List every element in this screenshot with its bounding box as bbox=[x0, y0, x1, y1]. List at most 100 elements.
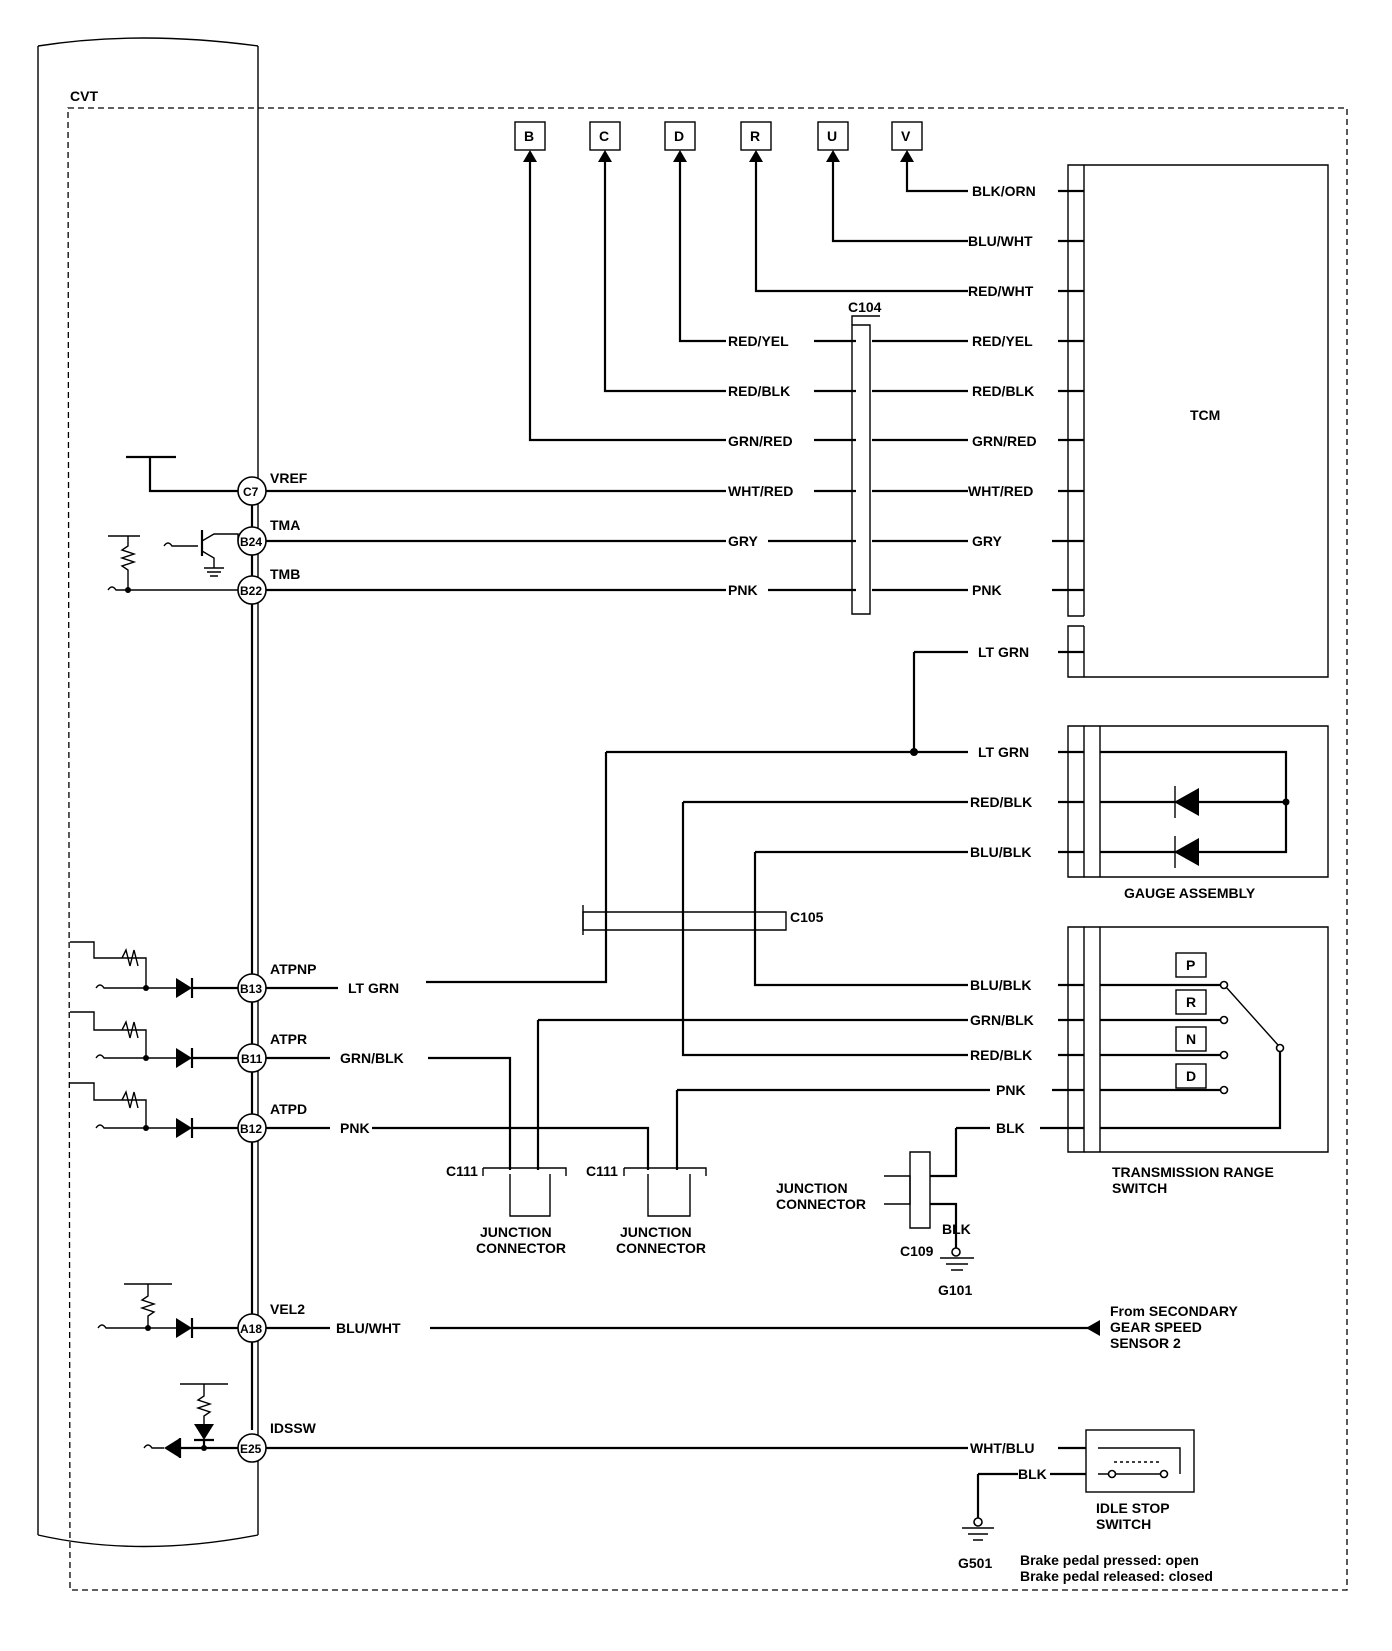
connector-v-label: V bbox=[901, 128, 911, 144]
pin-e25: E25 bbox=[240, 1442, 262, 1456]
led-indicator-icon bbox=[1174, 788, 1199, 816]
vel2-circuit: BLU/WHT From SECONDARY GEAR SPEED SENSOR… bbox=[97, 1283, 1238, 1351]
led-indicator-icon-2 bbox=[1174, 838, 1199, 866]
wire-lt-grn-gauge: LT GRN bbox=[978, 744, 1029, 760]
trs-position-r: R bbox=[1186, 994, 1196, 1010]
diode-icon-e25-h bbox=[164, 1438, 180, 1458]
pin-b13-signal: ATPNP bbox=[270, 961, 316, 977]
idle-stop-label-line1: IDLE STOP bbox=[1096, 1500, 1170, 1516]
c105-label: C105 bbox=[790, 909, 824, 925]
connector-r-label: R bbox=[750, 128, 760, 144]
connector-d-label: D bbox=[674, 128, 684, 144]
diode-icon-b11 bbox=[176, 1048, 192, 1068]
wire-pnk-trs: PNK bbox=[996, 1082, 1026, 1098]
wire-grn-red-right: GRN/RED bbox=[972, 433, 1037, 449]
g501-label: G501 bbox=[958, 1555, 992, 1571]
cvt-label: CVT bbox=[70, 88, 98, 104]
wire-red-blk-left: RED/BLK bbox=[728, 383, 790, 399]
pin-b12: B12 bbox=[240, 1122, 262, 1136]
wire-blu-blk-gauge: BLU/BLK bbox=[970, 844, 1031, 860]
cvt-module-boundary: CVT bbox=[37, 37, 1348, 1591]
wire-red-yel-left: RED/YEL bbox=[728, 333, 789, 349]
trs-position-n: N bbox=[1186, 1031, 1196, 1047]
pin-b24: B24 bbox=[240, 535, 262, 549]
pin-b13: B13 bbox=[240, 982, 262, 996]
trs-label-line1: TRANSMISSION RANGE bbox=[1112, 1164, 1274, 1180]
wire-red-blk-gauge: RED/BLK bbox=[970, 794, 1032, 810]
wire-lt-grn-tcm: LT GRN bbox=[978, 644, 1029, 660]
idle-stop-label-line2: SWITCH bbox=[1096, 1516, 1151, 1532]
connector-u-label: U bbox=[827, 128, 837, 144]
wire-wht-red-right: WHT/RED bbox=[968, 483, 1033, 499]
diode-icon-b13 bbox=[176, 978, 192, 998]
idle-stop-circuit: WHT/BLU BLK G501 IDLE STOP SWITCH Brake … bbox=[143, 1383, 1213, 1584]
wire-grn-blk-b11: GRN/BLK bbox=[340, 1050, 404, 1066]
idle-note-pressed: Brake pedal pressed: open bbox=[1020, 1552, 1199, 1568]
junction-connector-c-line1: JUNCTION bbox=[776, 1180, 848, 1196]
top-connector-group: B C D R U V bbox=[514, 121, 923, 162]
idle-note-released: Brake pedal released: closed bbox=[1020, 1568, 1213, 1584]
pin-b24-signal: TMA bbox=[270, 517, 300, 533]
wire-blu-wht-a18: BLU/WHT bbox=[336, 1320, 401, 1336]
wire-blk-idle: BLK bbox=[1018, 1466, 1047, 1482]
tcm-module: TCM bbox=[1067, 164, 1329, 678]
wire-wht-red-left: WHT/RED bbox=[728, 483, 793, 499]
idle-stop-switch-body bbox=[1085, 1429, 1195, 1493]
trs-position-p: P bbox=[1186, 957, 1195, 973]
pin-b22-signal: TMB bbox=[270, 566, 300, 582]
trs-position-d: D bbox=[1186, 1068, 1196, 1084]
junction-connector-b-line2: CONNECTOR bbox=[616, 1240, 706, 1256]
wire-grn-blk-trs: GRN/BLK bbox=[970, 1012, 1034, 1028]
wire-blk-c109: BLK bbox=[942, 1221, 971, 1237]
c104-label: C104 bbox=[848, 299, 882, 315]
sensor-label-line3: SENSOR 2 bbox=[1110, 1335, 1181, 1351]
wire-blu-blk-trs: BLU/BLK bbox=[970, 977, 1031, 993]
cvt-pins: C7 VREF B24 TMA B22 TMB B13 ATPNP B11 AT… bbox=[237, 470, 317, 1463]
pin-a18: A18 bbox=[240, 1322, 262, 1336]
gauge-wiring: LT GRN LT GRN RED/BLK BLU/BLK bbox=[426, 644, 1084, 1057]
connector-c104: C104 bbox=[848, 299, 882, 615]
pin-b11-signal: ATPR bbox=[270, 1031, 307, 1047]
junction-connector-c-line2: CONNECTOR bbox=[776, 1196, 866, 1212]
junction-connector-a-line1: JUNCTION bbox=[480, 1224, 552, 1240]
pin-a18-signal: VEL2 bbox=[270, 1301, 305, 1317]
wire-blu-wht-top: BLU/WHT bbox=[968, 233, 1033, 249]
wire-lt-grn-b13: LT GRN bbox=[348, 980, 399, 996]
wire-red-yel-right: RED/YEL bbox=[972, 333, 1033, 349]
c111-b-label: C111 bbox=[586, 1163, 618, 1179]
connector-c-label: C bbox=[599, 128, 609, 144]
pin-b12-signal: ATPD bbox=[270, 1101, 307, 1117]
sensor-arrow-icon bbox=[1086, 1320, 1100, 1336]
connector-b-label: B bbox=[524, 128, 534, 144]
cvt-range-inputs: LT GRN GRN/BLK PNK bbox=[70, 941, 679, 1170]
junction-connector-a-line2: CONNECTOR bbox=[476, 1240, 566, 1256]
tcm-label: TCM bbox=[1190, 407, 1220, 423]
wire-gry-left: GRY bbox=[728, 533, 758, 549]
transmission-range-switch: P R N D TRANSMISSION RANGE SWITCH bbox=[1067, 926, 1329, 1196]
wire-blk-orn: BLK/ORN bbox=[972, 183, 1036, 199]
wire-blk-trs: BLK bbox=[996, 1120, 1025, 1136]
connector-c105: C105 bbox=[582, 905, 824, 935]
junction-connectors: C111 JUNCTION CONNECTOR C111 JUNCTION CO… bbox=[446, 1163, 707, 1256]
top-wiring: RED/YEL RED/BLK GRN/RED WHT/RED GRY PNK … bbox=[528, 162, 1084, 598]
wire-red-wht: RED/WHT bbox=[968, 283, 1034, 299]
diode-icon-a18 bbox=[176, 1318, 192, 1338]
junction-connector-b-line1: JUNCTION bbox=[620, 1224, 692, 1240]
diode-icon-b12 bbox=[176, 1118, 192, 1138]
trs-label-line2: SWITCH bbox=[1112, 1180, 1167, 1196]
c111-a-label: C111 bbox=[446, 1163, 478, 1179]
wire-grn-red-left: GRN/RED bbox=[728, 433, 793, 449]
wire-pnk-b12: PNK bbox=[340, 1120, 370, 1136]
junction-connector-c109: JUNCTION CONNECTOR BLK C109 G101 bbox=[776, 1128, 974, 1298]
pin-b22: B22 bbox=[240, 584, 262, 598]
diode-icon-e25-v bbox=[194, 1424, 214, 1440]
pin-c7-signal: VREF bbox=[270, 470, 308, 486]
pin-e25-signal: IDSSW bbox=[270, 1420, 317, 1436]
wire-red-blk-trs: RED/BLK bbox=[970, 1047, 1032, 1063]
c109-label: C109 bbox=[900, 1243, 934, 1259]
wire-pnk-left: PNK bbox=[728, 582, 758, 598]
cvt-upper-circuit bbox=[107, 455, 726, 1430]
pin-c7: C7 bbox=[243, 485, 259, 499]
wire-gry-right: GRY bbox=[972, 533, 1002, 549]
wire-pnk-right: PNK bbox=[972, 582, 1002, 598]
